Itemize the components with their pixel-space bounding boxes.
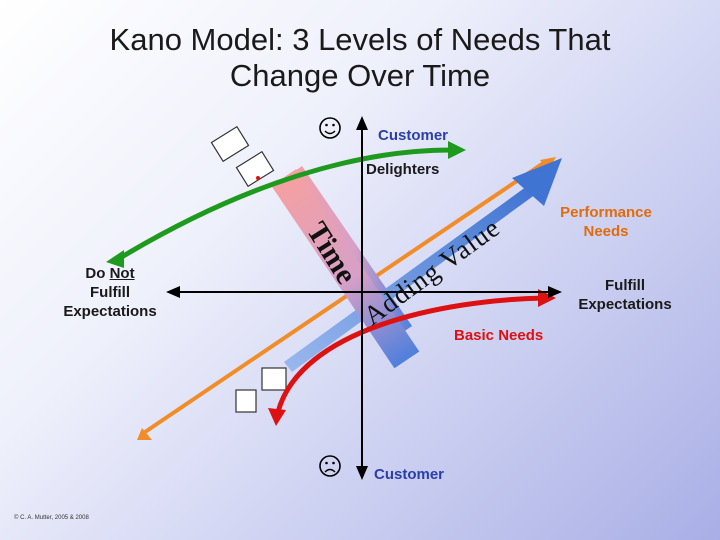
time-band bbox=[271, 169, 420, 369]
customer-bottom-label: Customer bbox=[374, 466, 445, 483]
dnf-not: Not bbox=[109, 265, 135, 282]
dnf-line-1: Do Not bbox=[45, 264, 175, 283]
basic-needs-curve bbox=[275, 295, 546, 413]
performance-line-head-top bbox=[540, 157, 556, 170]
performance-line-1: Performance bbox=[560, 204, 652, 221]
vertical-axis-top-head bbox=[356, 116, 368, 130]
marker-dot bbox=[256, 176, 260, 180]
basic-needs-label: Basic Needs bbox=[454, 327, 544, 344]
basic-needs-curve-head-left bbox=[268, 408, 286, 426]
performance-line-head bbox=[137, 428, 152, 440]
time-trail-boxes bbox=[210, 125, 287, 413]
delighters-curve-head-right bbox=[448, 141, 466, 159]
fulfill-line-1: Fulfill bbox=[605, 277, 645, 294]
delighters-curve bbox=[118, 147, 456, 261]
dnf-line-2: Fulfill bbox=[90, 284, 130, 301]
page-title: Kano Model: 3 Levels of Needs That Chang… bbox=[0, 22, 720, 94]
title-line-1: Kano Model: 3 Levels of Needs That bbox=[109, 22, 611, 57]
fulfill-expectations-label: Fulfill Expectations bbox=[560, 276, 690, 314]
basic-needs-curve-head-right bbox=[538, 289, 556, 307]
frowning-face-icon bbox=[319, 455, 341, 477]
delighters-label: Delighters bbox=[366, 161, 440, 178]
horizontal-axis-left-head bbox=[166, 286, 180, 298]
dnf-line-3: Expectations bbox=[63, 303, 157, 320]
horizontal-axis-right-head bbox=[548, 286, 562, 298]
vertical-axis-bottom-head bbox=[356, 466, 368, 480]
performance-needs-label: Performance Needs bbox=[536, 203, 676, 241]
copyright-notice: © C. A. Mutter, 2005 & 2008 bbox=[14, 515, 89, 521]
delighters-curve-head-left bbox=[106, 250, 124, 268]
smiley-face-icon bbox=[319, 117, 341, 139]
performance-line bbox=[143, 160, 547, 434]
customer-top-label: Customer bbox=[378, 127, 449, 144]
adding-value-arrow bbox=[284, 158, 562, 372]
performance-line-2: Needs bbox=[583, 223, 629, 240]
dnf-prefix: Do bbox=[85, 265, 110, 282]
title-line-2: Change Over Time bbox=[229, 58, 491, 93]
fulfill-line-2: Expectations bbox=[578, 296, 672, 313]
do-not-fulfill-label: Do Not Fulfill Expectations bbox=[45, 264, 175, 321]
